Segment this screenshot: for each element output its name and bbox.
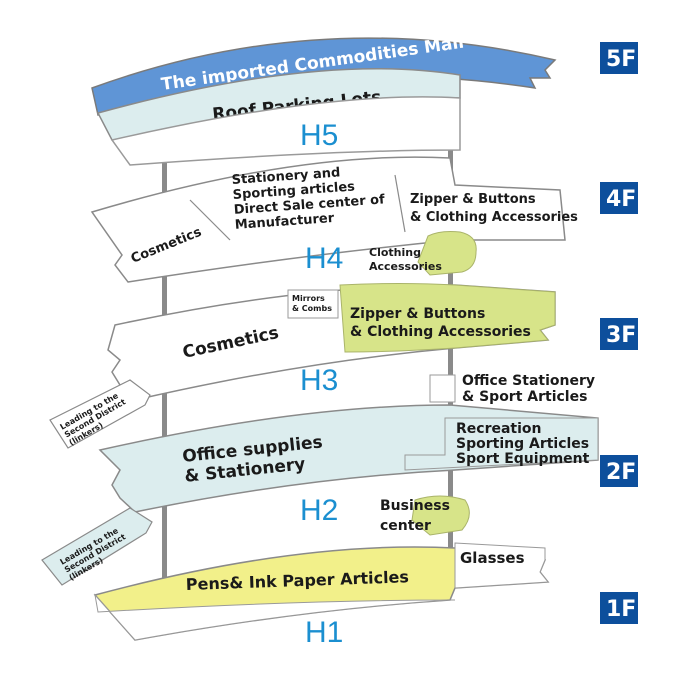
svg-text:& Clothing Accessories: & Clothing Accessories [350, 324, 531, 340]
floor-1f-base [94, 593, 456, 641]
linker-2f [41, 507, 153, 586]
svg-text:2F: 2F [606, 460, 636, 485]
svg-text:& Combs: & Combs [292, 304, 332, 313]
svg-text:Zipper & Buttons: Zipper & Buttons [350, 306, 485, 322]
badge-3f: 3F [600, 318, 638, 350]
svg-text:Sporting Articles: Sporting Articles [456, 436, 589, 452]
recreation-zone [404, 417, 599, 471]
floor-5f-deck [110, 96, 461, 166]
svg-text:Clothing: Clothing [369, 246, 421, 259]
floor-1f: Glasses Pens& Ink Paper Articles H1 [93, 542, 550, 649]
svg-text:Mirrors: Mirrors [292, 294, 325, 303]
zipper-buttons-3f-zone [339, 283, 556, 353]
badge-2f: 2F [600, 455, 638, 487]
glasses-zone [454, 542, 549, 589]
office-stationery-sport-label: Office Stationery & Sport Articles [462, 373, 595, 405]
svg-text:Office Stationery: Office Stationery [462, 373, 595, 389]
business-center-label: Business center [380, 498, 450, 534]
linker-3f [49, 379, 151, 449]
svg-text:Manufacturer: Manufacturer [234, 211, 335, 233]
hall-h4: H4 [305, 242, 343, 275]
svg-text:& Sport Articles: & Sport Articles [462, 389, 587, 405]
badge-1f: 1F [600, 592, 638, 624]
svg-text:Recreation: Recreation [456, 421, 542, 437]
zipper-buttons-4f-label: Zipper & Buttons & Clothing Accessories [410, 192, 578, 225]
svg-text:center: center [380, 518, 431, 534]
business-center-zone [411, 495, 470, 536]
floor-3f: Mirrors & Combs Cosmetics Zipper & Butto… [49, 283, 595, 449]
svg-text:Sport Equipment: Sport Equipment [456, 451, 590, 467]
svg-text:Accessories: Accessories [369, 260, 442, 273]
badge-5f: 5F [600, 42, 638, 74]
hall-h5: H5 [300, 119, 338, 152]
svg-text:4F: 4F [606, 187, 636, 212]
floor-2f: Office supplies & Stationery Recreation … [41, 404, 599, 586]
recreation-sporting-label: Recreation Sporting Articles Sport Equip… [456, 421, 590, 467]
floor-badges: 5F 4F 3F 2F 1F [600, 42, 638, 624]
clothing-accessories-zone [417, 231, 477, 276]
floor-4f: Cosmetics Stationery and Sporting articl… [90, 156, 578, 283]
stationery-direct-sale-label: Stationery and Sporting articles Direct … [231, 165, 385, 233]
svg-text:Business: Business [380, 498, 450, 514]
hall-h1: H1 [305, 616, 343, 649]
svg-text:3F: 3F [606, 323, 636, 348]
floor-4f-deck [90, 156, 566, 283]
clothing-accessories-label: Clothing Accessories [369, 246, 442, 273]
badge-4f: 4F [600, 182, 638, 214]
floor-5f: The imported Commodities Mall Roof Parki… [91, 33, 557, 166]
glasses-label: Glasses [460, 549, 525, 567]
zipper-buttons-3f-label: Zipper & Buttons & Clothing Accessories [350, 306, 531, 340]
hall-h2: H2 [300, 494, 338, 527]
svg-text:& Clothing Accessories: & Clothing Accessories [410, 210, 578, 225]
mirrors-combs-label: Mirrors & Combs [292, 294, 332, 313]
hall-h3: H3 [300, 364, 338, 397]
svg-text:5F: 5F [606, 47, 636, 72]
svg-text:Zipper & Buttons: Zipper & Buttons [410, 192, 536, 207]
svg-text:1F: 1F [606, 597, 636, 622]
